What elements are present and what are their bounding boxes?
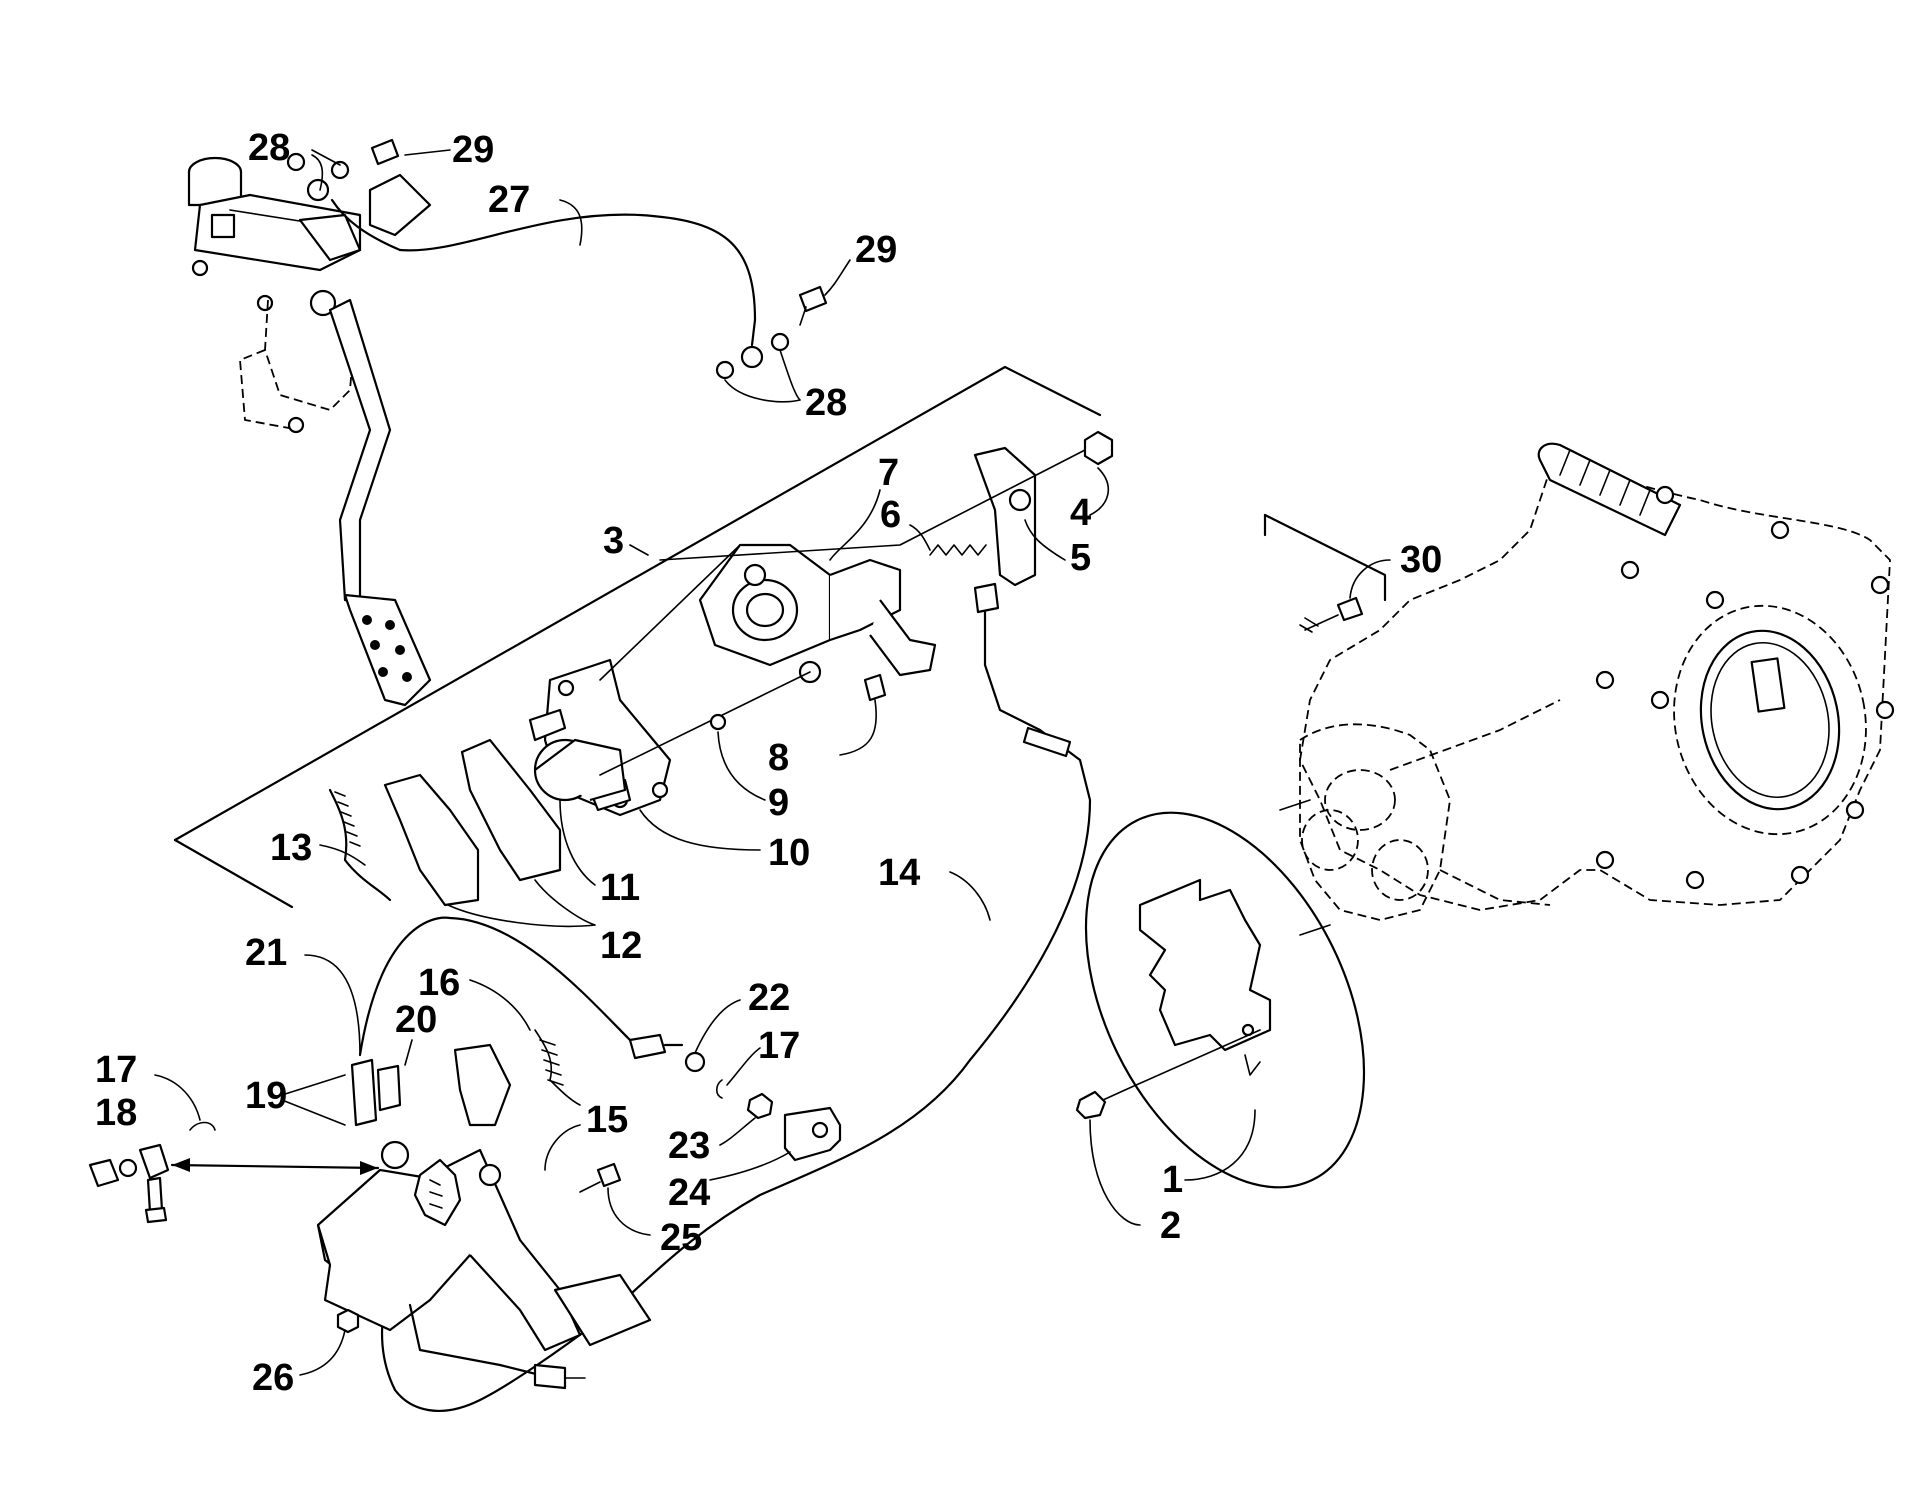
caliper-assembly: [328, 430, 1114, 907]
callout-19: 19: [245, 1075, 287, 1117]
callout-28-top: 28: [248, 127, 290, 169]
callout-22: 22: [748, 977, 790, 1019]
callout-28-right: 28: [805, 382, 847, 424]
callout-9: 9: [768, 782, 789, 824]
callout-8: 8: [768, 737, 789, 779]
callout-21: 21: [245, 932, 287, 974]
callout-25: 25: [660, 1217, 702, 1259]
callout-26: 26: [252, 1357, 294, 1399]
callout-20: 20: [395, 999, 437, 1041]
callout-14: 14: [878, 852, 920, 894]
callout-17-left: 17: [95, 1049, 137, 1091]
brake-pedal-assembly: [88, 916, 842, 1390]
callout-29-right: 29: [855, 229, 897, 271]
callout-11: 11: [600, 867, 640, 909]
brake-disc: [1075, 811, 1366, 1189]
callout-4: 4: [1070, 492, 1091, 534]
callout-27: 27: [488, 179, 530, 221]
callout-3: 3: [603, 520, 624, 562]
callout-17-right: 17: [758, 1025, 800, 1067]
callout-labels: 1 2 3 4 5 6 7 8 9 10 11 12 13 14 15 16 1…: [95, 127, 1442, 1399]
callout-5: 5: [1070, 537, 1091, 579]
brake-hose: [398, 213, 757, 347]
callout-10: 10: [768, 832, 810, 874]
callout-24: 24: [668, 1172, 710, 1214]
callout-18: 18: [95, 1092, 137, 1134]
callout-12: 12: [600, 925, 642, 967]
callout-29-top: 29: [452, 129, 494, 171]
callout-7: 7: [878, 452, 899, 494]
callout-15: 15: [586, 1099, 628, 1141]
rear-drive-housing: [1263, 442, 1895, 936]
assembly-bracket-line: [173, 365, 1102, 842]
callout-23: 23: [668, 1125, 710, 1167]
park-brake-cable: [380, 588, 1092, 1412]
master-cylinder-assembly: [187, 152, 432, 707]
callout-2: 2: [1160, 1205, 1181, 1247]
callout-30: 30: [1400, 539, 1442, 581]
callout-1: 1: [1162, 1159, 1183, 1201]
callout-16: 16: [418, 962, 460, 1004]
callout-6: 6: [880, 494, 901, 536]
callout-13: 13: [270, 827, 312, 869]
leader-lines: [154, 149, 1391, 1376]
